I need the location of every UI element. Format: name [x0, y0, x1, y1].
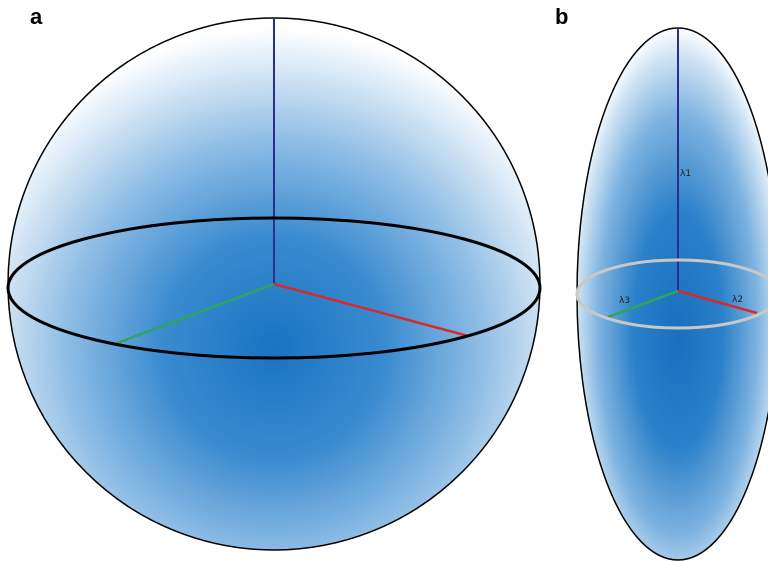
axis-right-line: [677, 289, 758, 315]
lambda1-label: λ1: [680, 169, 691, 179]
panel-b-label: b: [555, 4, 568, 29]
panel-a: a: [6, 4, 542, 551]
axis-right-line: [273, 282, 469, 338]
axis-left-line: [607, 289, 679, 319]
panel-b: b λ1 λ2 λ3: [555, 4, 768, 561]
lambda2-label: λ2: [732, 295, 743, 305]
lambda3-label: λ3: [619, 296, 630, 306]
equator-ellipse: [6, 216, 542, 360]
equator-ellipse: [575, 258, 768, 330]
axis-left-line: [114, 282, 275, 346]
panel-a-label: a: [30, 4, 43, 29]
